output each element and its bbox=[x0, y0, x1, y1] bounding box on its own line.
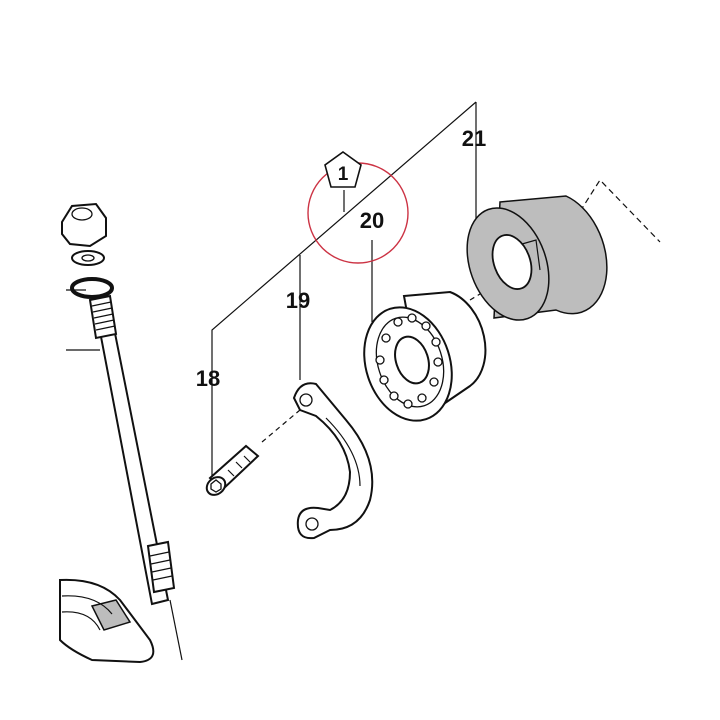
bushing-bore bbox=[491, 234, 533, 290]
housing-fragment bbox=[59, 578, 155, 664]
callout-19: 19 bbox=[286, 288, 310, 313]
housing-contours bbox=[61, 595, 113, 631]
bolt-hex-socket bbox=[210, 479, 222, 493]
bearing-bore bbox=[394, 335, 430, 385]
roller bbox=[381, 333, 391, 343]
o-ring bbox=[70, 277, 114, 299]
rod-thread-lines-top bbox=[91, 301, 116, 331]
leader-18 bbox=[211, 101, 477, 478]
callout-18: 18 bbox=[196, 366, 220, 391]
tie-rod-assembly bbox=[61, 202, 183, 661]
bolt-thread bbox=[227, 455, 251, 477]
rod-thread-top bbox=[88, 294, 118, 340]
roller bbox=[407, 313, 417, 323]
roller bbox=[421, 321, 431, 331]
clamp-body bbox=[292, 382, 374, 540]
rubber-bushing bbox=[466, 195, 608, 321]
clamp-hole-bottom bbox=[305, 517, 319, 531]
washer-hole bbox=[81, 254, 95, 262]
callout-21: 21 bbox=[462, 126, 486, 151]
reference-number: 1 bbox=[338, 164, 349, 185]
roller bbox=[433, 357, 443, 367]
bushing-bore-inner bbox=[521, 239, 541, 271]
cap-nut-dome bbox=[71, 207, 93, 221]
clamp-bracket bbox=[292, 382, 374, 540]
bearing-rollers bbox=[375, 313, 443, 409]
housing-boss bbox=[90, 599, 132, 631]
clamp-edge bbox=[325, 417, 361, 487]
callout-20: 20 bbox=[360, 208, 384, 233]
axis-bolt bbox=[261, 409, 301, 443]
roller bbox=[379, 375, 389, 385]
roller bbox=[375, 355, 385, 365]
roller bbox=[431, 337, 441, 347]
bolt bbox=[205, 444, 260, 496]
rod-tail bbox=[169, 599, 183, 661]
pentagon-shape bbox=[324, 151, 362, 188]
clamp-hole-top bbox=[299, 393, 313, 407]
roller bbox=[403, 399, 413, 409]
roller bbox=[429, 377, 439, 387]
reference-pentagon: 1 bbox=[324, 151, 362, 188]
bearing bbox=[363, 290, 487, 422]
roller bbox=[417, 393, 427, 403]
rod-thread-lines-bottom bbox=[149, 551, 173, 581]
roller bbox=[389, 391, 399, 401]
roller bbox=[393, 317, 403, 327]
